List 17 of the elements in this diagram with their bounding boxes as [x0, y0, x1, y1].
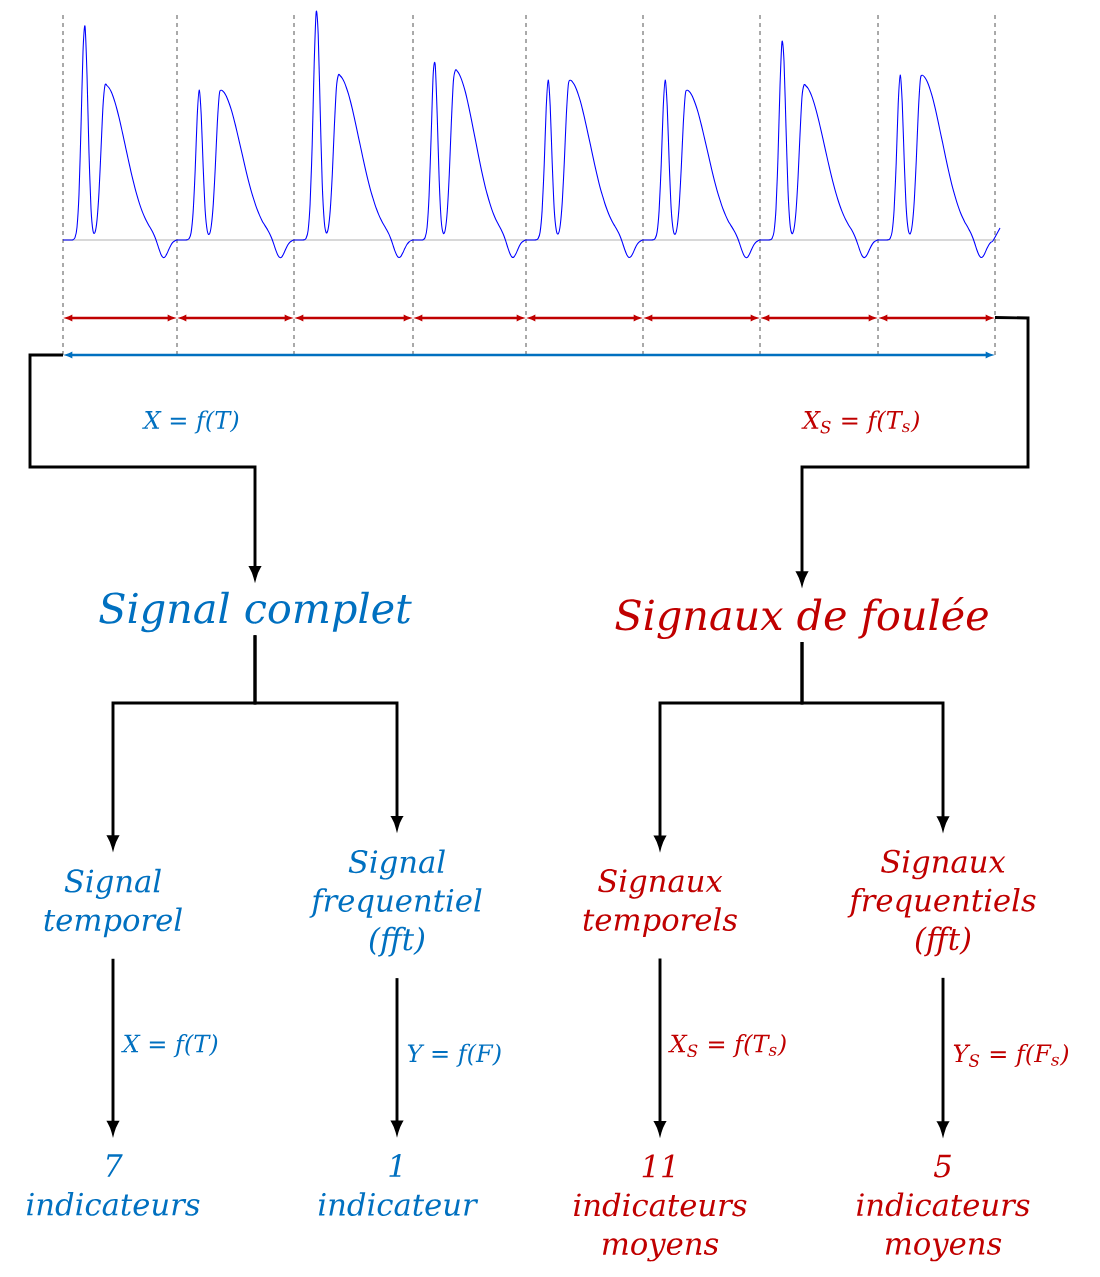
- branch-text: Signal frequentiel (fft): [309, 849, 482, 957]
- signal-drawing: [62, 10, 1001, 358]
- edge-label: X$_{S}$ = f(T$_{s}$): [801, 409, 922, 435]
- branch-text: Signaux frequentiels (fft): [847, 849, 1036, 957]
- branch-text: Signal temporel: [44, 868, 182, 938]
- edge-label: X = f(T): [142, 409, 241, 435]
- edge-label: X = f(T): [121, 1032, 220, 1059]
- edge-label: X$_{S}$ = f(T$_{s}$): [668, 1032, 789, 1059]
- branch-text: Signaux temporels: [583, 869, 737, 937]
- edge-label: Y$_{S}$ = f(F$_{s}$): [951, 1042, 1071, 1069]
- edge-label: Y = f(F): [405, 1042, 504, 1069]
- heading-text: Signal complet: [99, 591, 412, 633]
- result-text: 1 indicateur: [318, 1154, 479, 1216]
- result-text: 7 indicateurs: [27, 1154, 200, 1216]
- result-text: 11 indicateurs moyens: [574, 1154, 747, 1262]
- heading-text: Signaux de foulée: [615, 596, 988, 640]
- result-text: 5 indicateurs moyens: [857, 1154, 1030, 1262]
